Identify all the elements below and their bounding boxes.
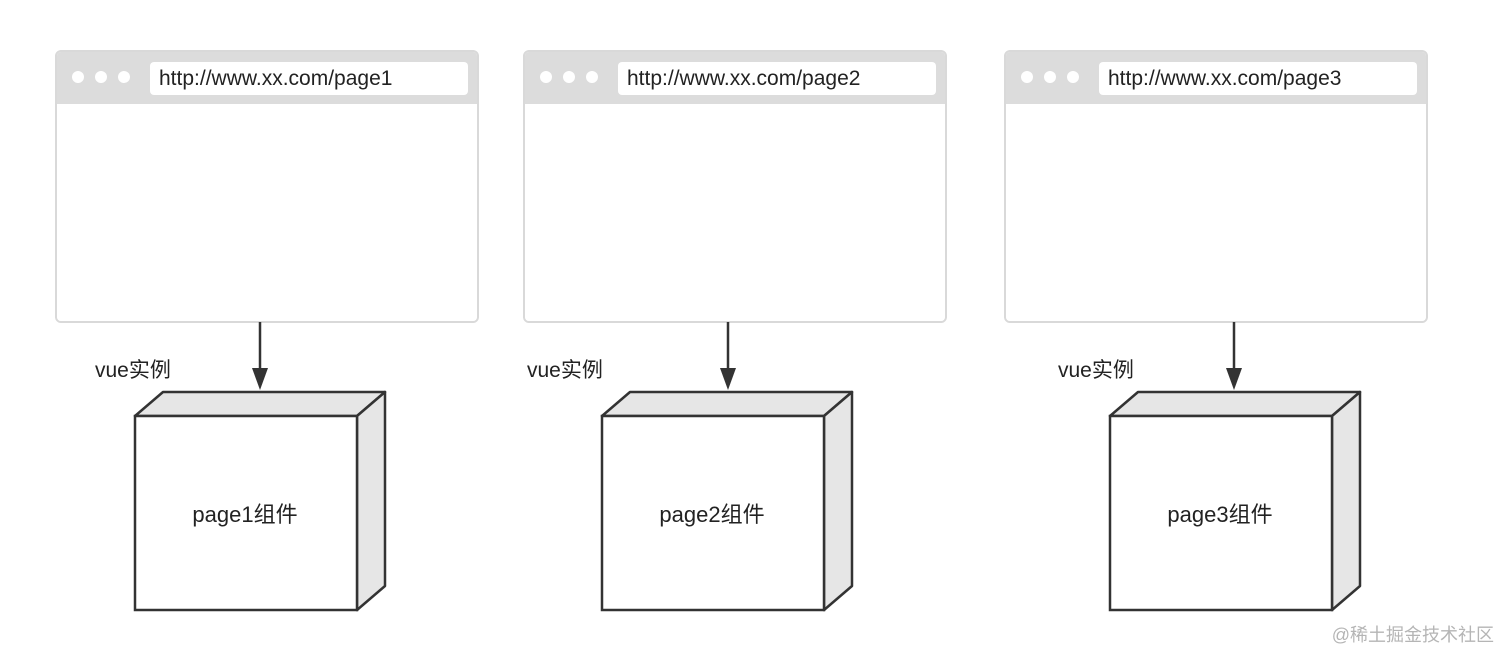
component-box-top bbox=[133, 390, 387, 418]
browser-window-2: http://www.xx.com/page2 bbox=[523, 50, 947, 323]
browser-content-area bbox=[525, 104, 945, 321]
component-box-top bbox=[1108, 390, 1362, 418]
arrow-head-icon bbox=[1226, 368, 1242, 390]
window-dot-icon bbox=[95, 71, 107, 83]
arrow-head-icon bbox=[252, 368, 268, 390]
vue-instance-label: vue实例 bbox=[1058, 359, 1134, 382]
component-box-face bbox=[1108, 414, 1334, 612]
window-dot-icon bbox=[1044, 71, 1056, 83]
component-label: page3组件 bbox=[1167, 502, 1273, 527]
address-bar: http://www.xx.com/page1 bbox=[150, 62, 468, 95]
window-dot-icon bbox=[72, 71, 84, 83]
browser-window-1: http://www.xx.com/page1 bbox=[55, 50, 479, 323]
browser-titlebar: http://www.xx.com/page3 bbox=[1006, 52, 1426, 104]
browser-content-area bbox=[1006, 104, 1426, 321]
window-dot-icon bbox=[586, 71, 598, 83]
window-dot-icon bbox=[540, 71, 552, 83]
browser-titlebar: http://www.xx.com/page2 bbox=[525, 52, 945, 104]
window-dot-icon bbox=[1067, 71, 1079, 83]
component-box-face bbox=[600, 414, 826, 612]
component-box-face bbox=[133, 414, 359, 612]
component-box-side bbox=[355, 390, 387, 612]
connector-2 bbox=[600, 322, 854, 612]
vue-instance-label: vue实例 bbox=[95, 359, 171, 382]
connector-1 bbox=[133, 322, 387, 612]
vue-instance-label: vue实例 bbox=[527, 359, 603, 382]
page-column-1: http://www.xx.com/page1 vue实例 page1组件 bbox=[55, 0, 495, 663]
connector-3 bbox=[1108, 322, 1362, 612]
component-label: page2组件 bbox=[659, 502, 765, 527]
page-column-2: http://www.xx.com/page2 vue实例 page2组件 bbox=[523, 0, 963, 663]
address-bar: http://www.xx.com/page3 bbox=[1099, 62, 1417, 95]
arrow-head-icon bbox=[720, 368, 736, 390]
component-box-side bbox=[822, 390, 854, 612]
component-box-side bbox=[1330, 390, 1362, 612]
window-dot-icon bbox=[118, 71, 130, 83]
window-dot-icon bbox=[1021, 71, 1033, 83]
browser-content-area bbox=[57, 104, 477, 321]
address-bar: http://www.xx.com/page2 bbox=[618, 62, 936, 95]
browser-window-3: http://www.xx.com/page3 bbox=[1004, 50, 1428, 323]
browser-titlebar: http://www.xx.com/page1 bbox=[57, 52, 477, 104]
component-box-top bbox=[600, 390, 854, 418]
component-label: page1组件 bbox=[192, 502, 298, 527]
window-dot-icon bbox=[563, 71, 575, 83]
page-column-3: http://www.xx.com/page3 vue实例 page3组件 bbox=[1004, 0, 1444, 663]
watermark: @稀土掘金技术社区 bbox=[1331, 625, 1494, 645]
